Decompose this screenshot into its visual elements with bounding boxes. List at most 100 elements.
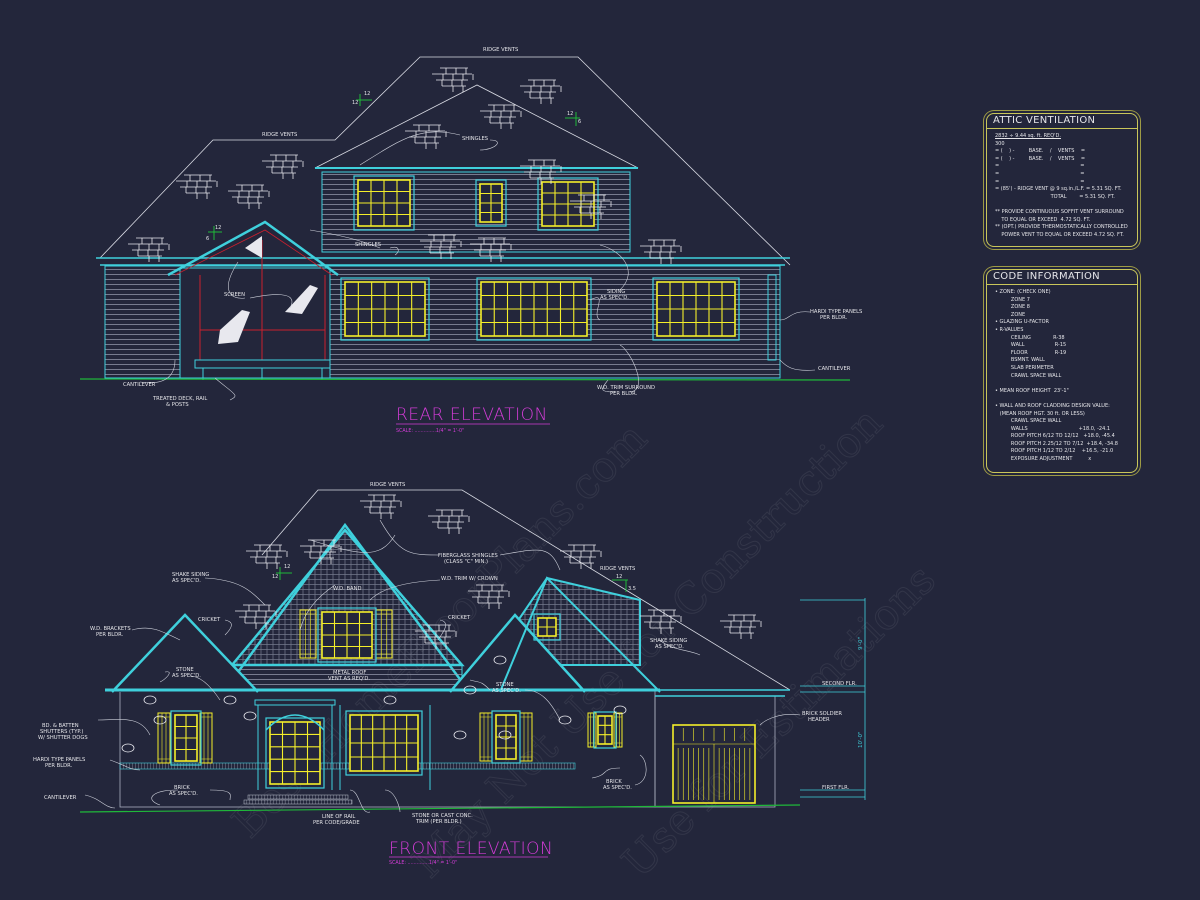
label-stone: STONE (176, 667, 194, 673)
label-hardi-panels: HARDI TYPE PANELS (810, 309, 862, 315)
svg-text:12: 12 (567, 111, 573, 117)
label-shake-siding: AS SPEC'D. (172, 578, 201, 584)
roof-vent-icon (176, 174, 218, 199)
code-line: ZONE 8 (995, 304, 1030, 311)
label-shingles: SHINGLES (355, 242, 381, 248)
code-line: • R-VALUES (995, 326, 1024, 333)
shutter (157, 712, 171, 764)
label-metal-roof: VENT AS REQ'D. (328, 676, 370, 682)
label-shutters: W/ SHUTTER DOGS (38, 735, 88, 741)
window (170, 710, 202, 766)
attic-line: 2832 ÷ 9.44 sq. ft. REQ'D. (995, 133, 1061, 139)
label-cantilever: CANTILEVER (818, 366, 851, 372)
attic-line: = (85') - RIDGE VENT @ 9 sq.in./L.F. = 5… (995, 186, 1122, 193)
label-ridge-vents: RIDGE VENTS (262, 132, 297, 138)
window (317, 607, 377, 663)
roof-vent-icon (560, 544, 602, 569)
window (533, 613, 561, 641)
roof-vent-icon (570, 194, 612, 219)
code-information-table: CODE INFORMATION • ZONE: (CHECK ONE) ZON… (986, 269, 1138, 473)
label-brick: BRICK (174, 785, 190, 791)
pitch-symbol: 12 6 (565, 111, 581, 126)
shutter (199, 712, 213, 764)
stone-icon (223, 695, 237, 705)
garage-door (672, 724, 756, 804)
window (340, 277, 430, 341)
label-shake-siding: AS SPEC'D. (655, 644, 684, 650)
attic-line: = = (995, 178, 1085, 185)
label-line-of-rail: PER CODE/GRADE (313, 820, 360, 826)
label-siding: SIDING (607, 289, 625, 295)
label-cantilever: CANTILEVER (123, 382, 156, 388)
attic-line: POWER VENT TO EQUAL OR EXCEED 4.72 SQ. F… (995, 231, 1124, 238)
rear-grade-line (79, 378, 851, 381)
label-stone: AS SPEC'D. (172, 673, 201, 679)
code-line: CRAWL SPACE WALL (995, 372, 1062, 379)
label-shake-siding: SHAKE SIDING (650, 638, 687, 644)
label-trim-surround: W.D. TRIM SURROUND (597, 385, 655, 391)
code-line: BSMNT. WALL (995, 357, 1045, 364)
front-elevation: 9'-0" 10'-0" RIDGE VENTS RIDGE VENTS FIB… (33, 482, 866, 866)
attic-line: ** (OPT.) PROVIDE THERMOSTATICALLY CONTR… (995, 224, 1128, 231)
stone-icon (493, 655, 507, 665)
roof-vent-icon (235, 604, 277, 629)
label-stone: AS SPEC'D. (492, 688, 521, 694)
roof-vent-icon (262, 154, 304, 179)
label-brick: AS SPEC'D. (603, 785, 632, 791)
svg-text:6: 6 (578, 119, 581, 125)
window (476, 277, 592, 341)
attic-ventilation-title: ATTIC VENTILATION (987, 114, 1137, 129)
roof-vent-icon (470, 237, 512, 262)
code-line: WALLS +18.0, -24.1 (995, 425, 1111, 432)
svg-text:12: 12 (272, 574, 278, 580)
window (345, 710, 423, 776)
pitch-symbol: 12 12 (352, 91, 372, 106)
code-line: WALL R-15 (995, 342, 1067, 349)
label-hardi-panels: HARDI TYPE PANELS (33, 757, 85, 763)
svg-text:12: 12 (352, 100, 358, 106)
stone-icon (558, 715, 572, 725)
stone-icon (143, 695, 157, 705)
dimension-lines (800, 598, 866, 800)
screen-porch (179, 267, 331, 379)
label-hardi-panels: PER BLDR. (45, 763, 73, 769)
roof-vent-icon (640, 239, 682, 264)
screen-highlight (218, 236, 318, 344)
label-shutters: SHUTTERS (TYP.) (40, 729, 83, 735)
stone-icon (498, 730, 512, 740)
roof-vent-icon (480, 104, 522, 129)
label-stone-trim: TRIM (PER BLDR.) (415, 819, 462, 825)
label-hardi-panels: PER BLDR. (820, 315, 848, 321)
pitch-symbol: 12 12 (272, 564, 292, 580)
label-siding: AS SPEC'D. (600, 295, 629, 301)
code-line: • MEAN ROOF HEIGHT 23'-1" (995, 387, 1069, 394)
roof-vent-icon (246, 544, 288, 569)
label-deck-rail: TREATED DECK, RAIL (152, 396, 207, 402)
code-line: ROOF PITCH 6/12 TO 12/12 +18.0, -45.4 (995, 433, 1115, 440)
roof-vent-icon (720, 614, 762, 639)
rear-elevation: RIDGE VENTS RIDGE VENTS SHINGLES SHINGLE… (79, 47, 862, 434)
code-line: EXPOSURE ADJUSTMENT x (995, 456, 1092, 463)
code-line: CEILING R-38 (995, 334, 1065, 341)
svg-text:12: 12 (364, 91, 370, 97)
code-line: SLAB PERIMETER (995, 364, 1054, 371)
label-wd-band: W.D. BAND (333, 586, 361, 592)
roof-vent-icon (420, 234, 462, 259)
roof-vent-icon (415, 624, 457, 649)
rear-upper-gable (314, 84, 639, 169)
label-brick: BRICK (606, 779, 622, 785)
window (353, 175, 415, 231)
window (265, 717, 325, 789)
attic-line: 300 (995, 140, 1005, 147)
svg-text:12: 12 (284, 564, 290, 570)
label-ridge-vents: RIDGE VENTS (483, 47, 518, 53)
pitch-symbol: 126 (206, 225, 222, 242)
roof-vent-icon (405, 124, 447, 149)
label-stone: STONE (496, 682, 514, 688)
label-first-floor: FIRST FLR. (822, 785, 850, 791)
label-wd-brackets: PER BLDR. (96, 632, 124, 638)
label-ridge-vents: RIDGE VENTS (600, 566, 635, 572)
code-line: (MEAN ROOF HGT. 30 ft. OR LESS) (995, 410, 1085, 417)
code-line (995, 395, 1129, 403)
label-wd-brackets: W.D. BRACKETS (90, 626, 131, 632)
